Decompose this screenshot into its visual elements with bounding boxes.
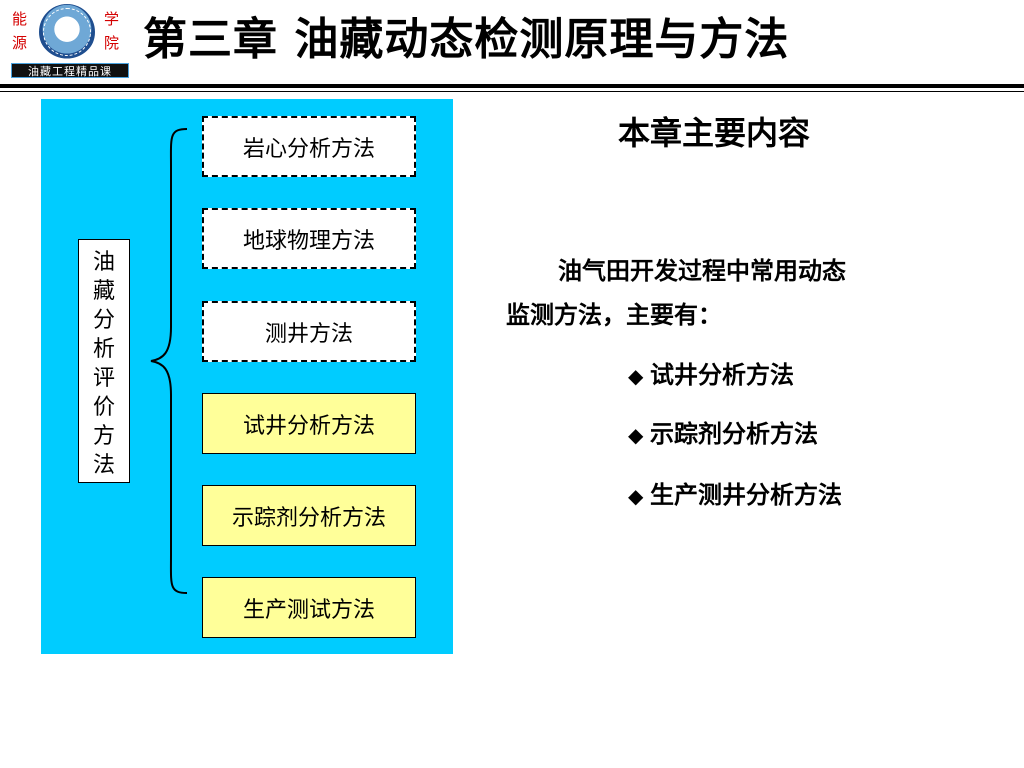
header-divider — [0, 84, 1024, 88]
summary-item: ◆生产测井分析方法 — [628, 476, 842, 515]
logo-char: 源 — [12, 34, 28, 52]
root-char: 析 — [92, 337, 115, 362]
logo-char: 学 — [104, 10, 120, 28]
root-char: 价 — [92, 395, 115, 420]
root-char: 藏 — [92, 279, 115, 304]
root-char: 方 — [92, 424, 115, 449]
method-geophysics: 地球物理方法 — [202, 208, 416, 269]
summary-item: ◆试井分析方法 — [628, 356, 794, 395]
college-logo: 能 源 学 院 油藏工程精品课 — [8, 4, 132, 78]
root-char: 油 — [92, 250, 115, 275]
method-tracer-analysis: 示踪剂分析方法 — [202, 485, 416, 546]
diamond-bullet-icon: ◆ — [628, 364, 644, 388]
summary-intro-line: 油气田开发过程中常用动态 — [558, 257, 846, 285]
diamond-bullet-icon: ◆ — [628, 423, 644, 447]
summary-item-label: 生产测井分析方法 — [650, 481, 842, 509]
method-well-logging: 测井方法 — [202, 301, 416, 362]
method-well-testing: 试井分析方法 — [202, 393, 416, 454]
method-diagram: 油 藏 分 析 评 价 方 法 岩心分析方法 地球物理方法 测井方法 试井分析方… — [41, 99, 453, 654]
root-char: 分 — [92, 308, 115, 333]
root-char: 法 — [92, 453, 115, 478]
diamond-bullet-icon: ◆ — [628, 484, 644, 508]
logo-char: 能 — [12, 10, 28, 28]
root-node: 油 藏 分 析 评 价 方 法 — [78, 239, 130, 483]
header-divider-thin — [0, 91, 1024, 92]
summary-item-label: 试井分析方法 — [650, 361, 794, 389]
summary-item: ◆示踪剂分析方法 — [628, 415, 818, 454]
root-char: 评 — [92, 366, 115, 391]
curly-brace-icon — [150, 128, 188, 594]
method-production-testing: 生产测试方法 — [202, 577, 416, 638]
course-banner: 油藏工程精品课 — [11, 63, 129, 78]
method-core-analysis: 岩心分析方法 — [202, 116, 416, 177]
summary-intro-line: 监测方法，主要有： — [506, 301, 722, 329]
summary-item-label: 示踪剂分析方法 — [650, 420, 818, 448]
page-title: 第三章 油藏动态检测原理与方法 — [143, 14, 790, 65]
logo-char: 院 — [104, 34, 120, 52]
summary-heading: 本章主要内容 — [618, 114, 811, 152]
